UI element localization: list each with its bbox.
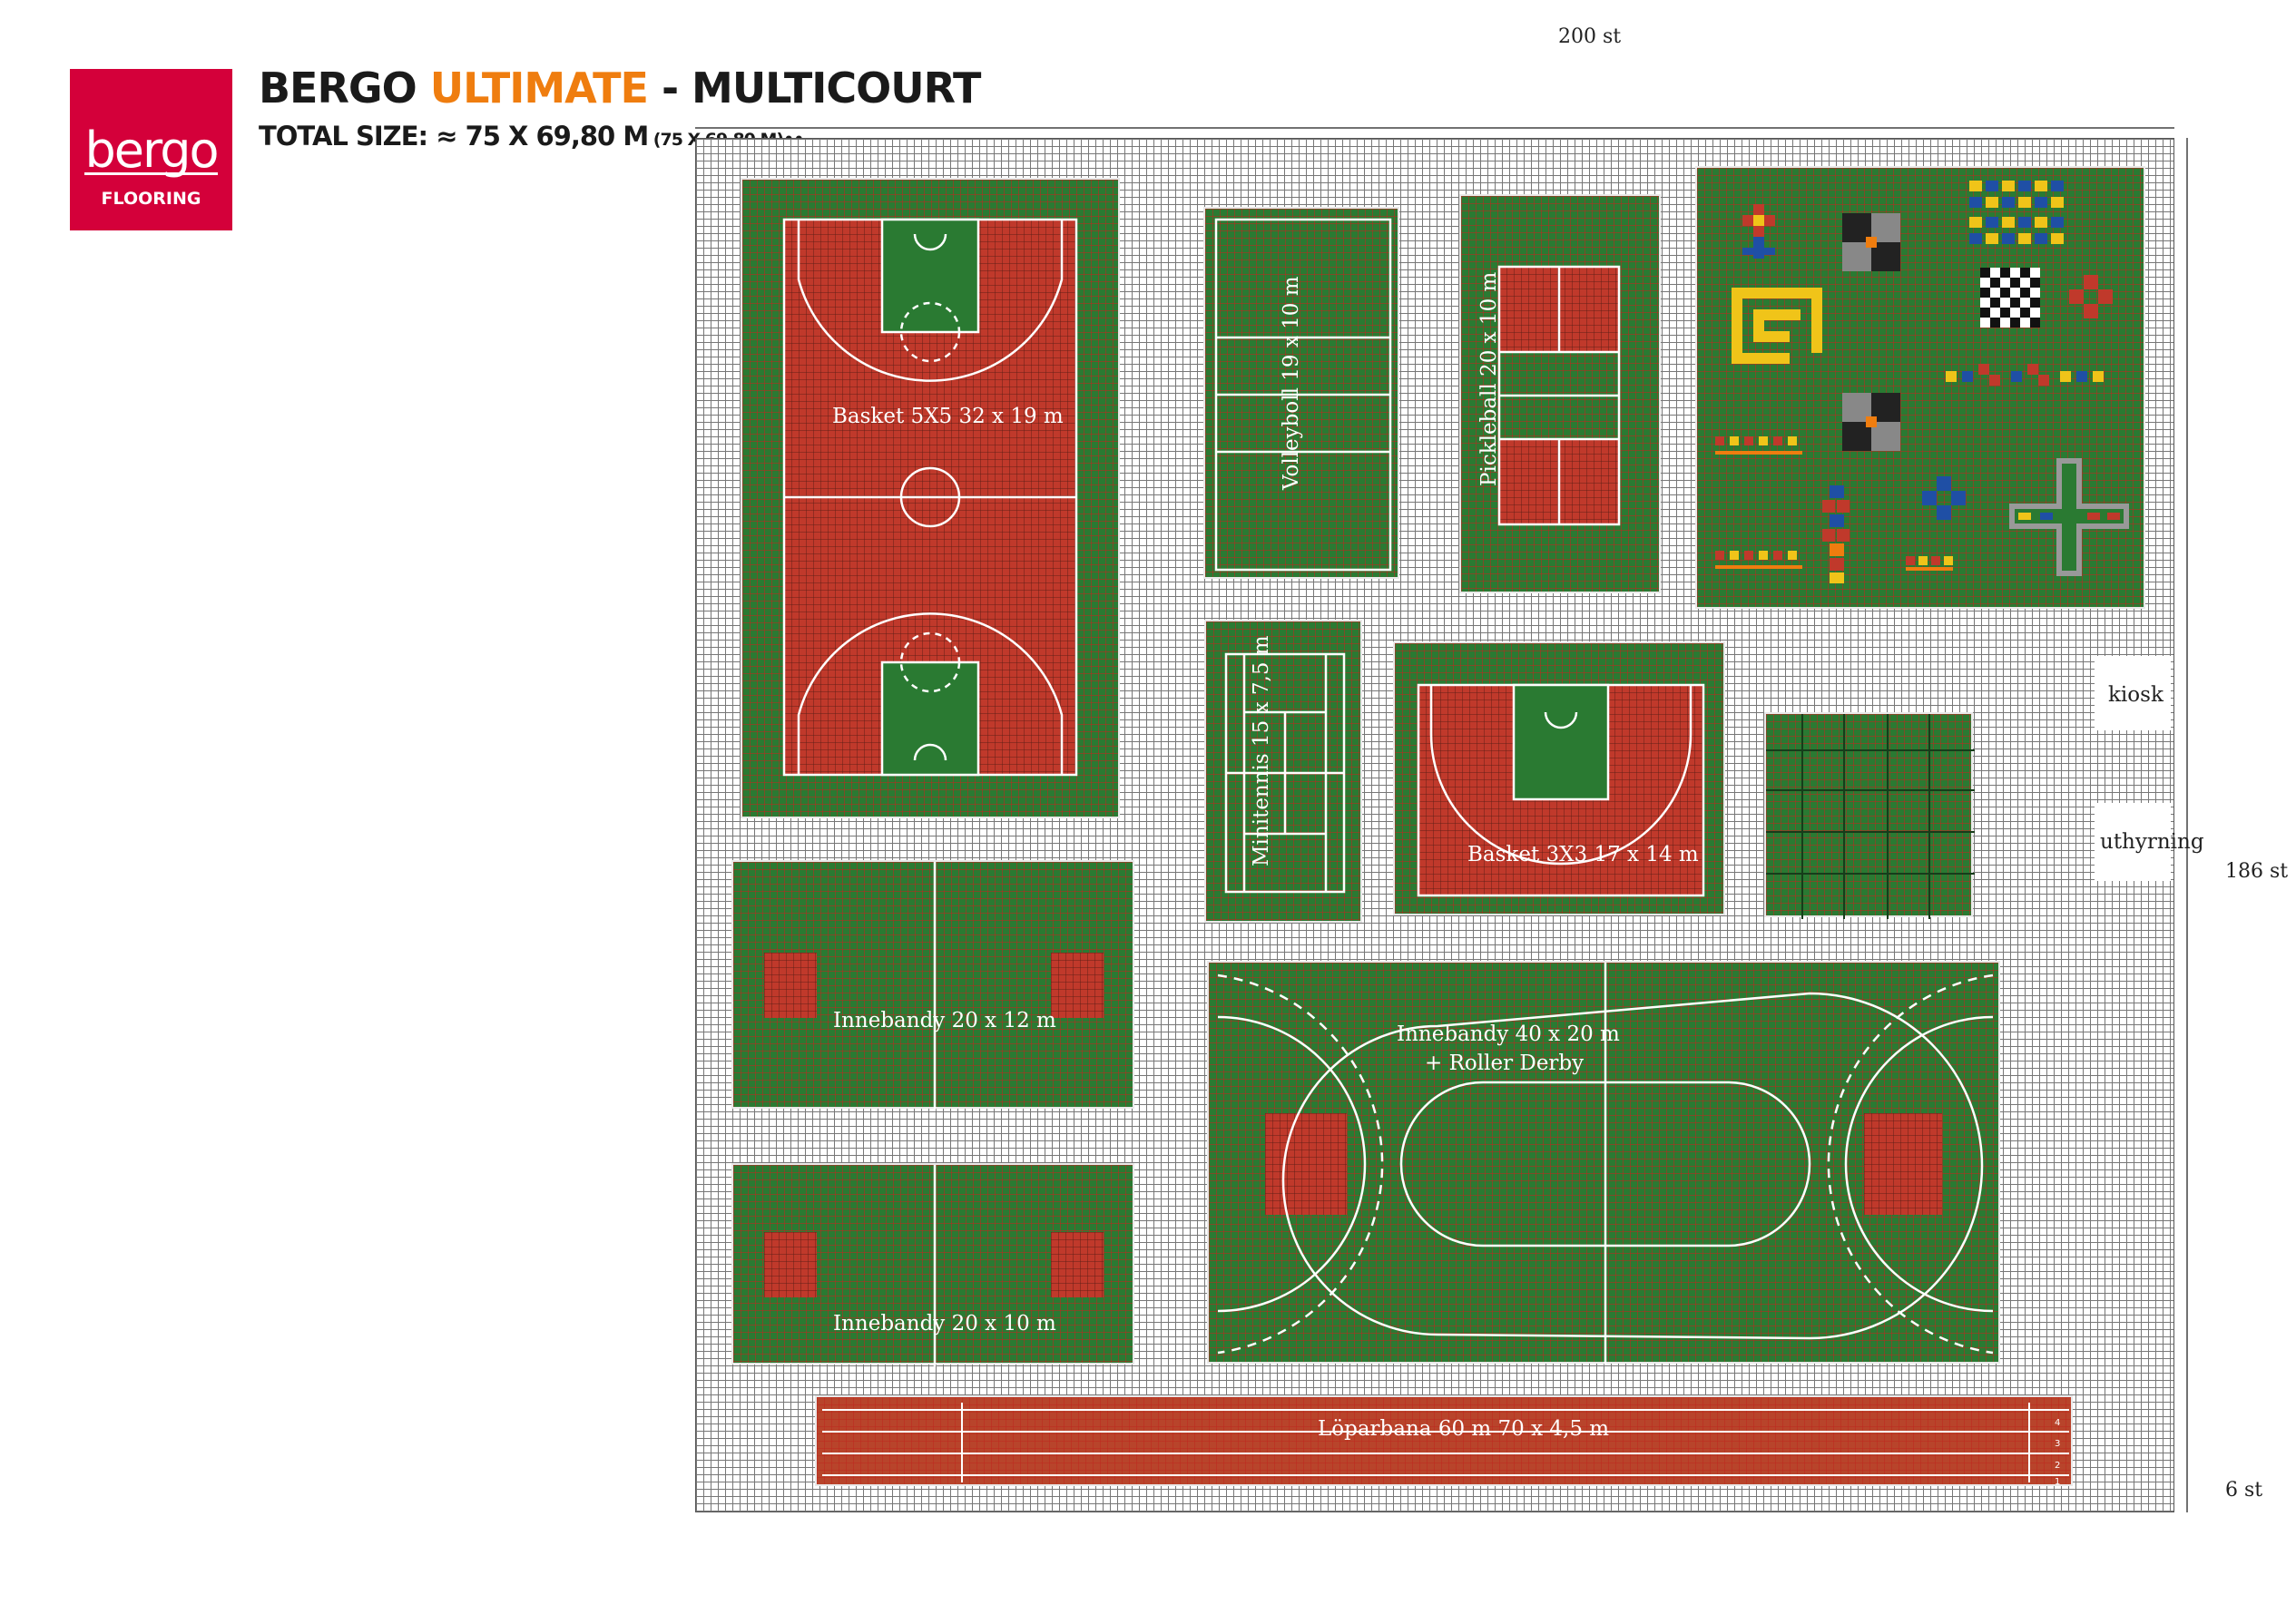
label-innebandy-20x10: Innebandy 20 x 10 m	[833, 1312, 1056, 1335]
flower-icon	[1742, 204, 1775, 259]
minitennis-lines: g fill="none" stroke="#fff" stroke-width…	[1224, 652, 1346, 894]
label-basket-3x3: Basket 3X3 17 x 14 m	[1467, 843, 1699, 866]
innebandy-40x20-lines	[1217, 963, 1994, 1365]
tile-row-left-bottom	[1715, 551, 1802, 569]
innebandy-20x10-goal-left	[764, 1232, 817, 1297]
grid-court-lines	[1766, 714, 1975, 919]
label-innebandy-20x12: Innebandy 20 x 12 m	[833, 1009, 1056, 1032]
innebandy-40x20-goal-right	[1864, 1113, 1942, 1215]
court-minitennis[interactable]: g fill="none" stroke="#fff" stroke-width…	[1204, 620, 1362, 923]
basket-3x3-lines	[1417, 683, 1705, 897]
grey-tile-block-2	[1842, 393, 1900, 451]
tile-row-left-top	[1715, 436, 1802, 455]
hopscotch	[1822, 485, 1850, 583]
logo-underline	[84, 172, 218, 175]
svg-text:3: 3	[2055, 1439, 2060, 1449]
subtitle-main: TOTAL SIZE: ≈ 75 X 69,80 M	[259, 121, 649, 152]
court-basket-5x5[interactable]: Basket 5X5 32 x 19 m	[741, 178, 1120, 818]
court-loparbana[interactable]: 4 3 2 1 Löparbana 60 m 70 x 4,5 m	[815, 1395, 2073, 1487]
booth-kiosk[interactable]	[2095, 656, 2171, 730]
court-innebandy-40x20[interactable]: Innebandy 40 x 20 m + Roller Derby	[1207, 961, 2000, 1365]
blue-cross-icon	[1922, 476, 1966, 520]
logo-word: bergo	[84, 122, 219, 179]
label-minitennis: Minitennis 15 x 7,5 m	[1250, 635, 1273, 866]
pickleball-lines	[1497, 265, 1621, 526]
court-innebandy-20x10[interactable]: Innebandy 20 x 10 m	[731, 1163, 1134, 1366]
label-volleyboll: Volleyboll 19 x 10 m	[1280, 276, 1303, 490]
title-brand: BERGO	[259, 64, 430, 113]
label-pickleball: Pickleball 20 x 10 m	[1477, 271, 1501, 486]
court-basket-3x3[interactable]: Basket 3X3 17 x 14 m	[1393, 641, 1725, 915]
bergo-logo: bergo FLOORING	[70, 69, 232, 230]
label-loparbana: Löparbana 60 m 70 x 4,5 m	[1318, 1417, 1610, 1441]
court-volleyboll[interactable]: Volleyboll 19 x 10 m	[1203, 207, 1399, 579]
play-area[interactable]	[1695, 166, 2145, 609]
innebandy-40x20-goal-left	[1265, 1113, 1347, 1215]
label-basket-5x5: Basket 5X5 32 x 19 m	[832, 405, 1064, 428]
grid-court[interactable]	[1764, 712, 1975, 919]
booth-uthyrning[interactable]	[2095, 803, 2171, 881]
label-kiosk: kiosk	[2108, 683, 2164, 707]
grey-tile-block-1	[1842, 213, 1900, 271]
title-product: ULTIMATE	[429, 64, 649, 113]
label-innebandy-40x20-line1: Innebandy 40 x 20 m	[1397, 1022, 1620, 1046]
red-cross-icon	[2069, 275, 2113, 318]
play-area-graphics	[1715, 181, 2129, 583]
logo-sub: FLOORING	[101, 189, 201, 209]
svg-text:1: 1	[2055, 1477, 2060, 1487]
tile-row-bottom-center	[1906, 556, 1953, 571]
loparbana-lines: 4 3 2 1	[822, 1403, 2069, 1487]
title-suffix: - MULTICOURT	[647, 64, 981, 113]
court-pickleball[interactable]: Pickleball 20 x 10 m	[1459, 194, 1661, 593]
volleyboll-lines	[1214, 218, 1392, 572]
dimension-top: 200 st	[1558, 25, 1622, 48]
innebandy-20x12-lines	[933, 862, 937, 1110]
grey-plus-track	[2009, 458, 2129, 576]
innebandy-20x12-goal-right	[1051, 953, 1104, 1018]
innebandy-20x10-goal-right	[1051, 1232, 1104, 1297]
tile-pattern-top	[1969, 181, 2064, 244]
dimension-right: 186 st	[2225, 860, 2289, 883]
label-innebandy-40x20-line2: + Roller Derby	[1425, 1052, 1585, 1075]
court-innebandy-20x12[interactable]: Innebandy 20 x 12 m	[731, 860, 1134, 1110]
innebandy-20x12-goal-left	[764, 953, 817, 1018]
chessboard	[1980, 268, 2040, 328]
page-title: BERGO ULTIMATE - MULTICOURT	[259, 64, 981, 113]
svg-text:4: 4	[2055, 1418, 2060, 1428]
dimension-bottom-right: 6 st	[2225, 1479, 2263, 1502]
basket-5x5-lines	[782, 218, 1078, 777]
tile-row-middle	[1946, 364, 2104, 386]
svg-text:2: 2	[2055, 1461, 2060, 1471]
label-uthyrning: uthyrning	[2100, 830, 2204, 854]
spiral-icon	[1732, 288, 1822, 364]
innebandy-20x10-lines	[933, 1165, 937, 1366]
